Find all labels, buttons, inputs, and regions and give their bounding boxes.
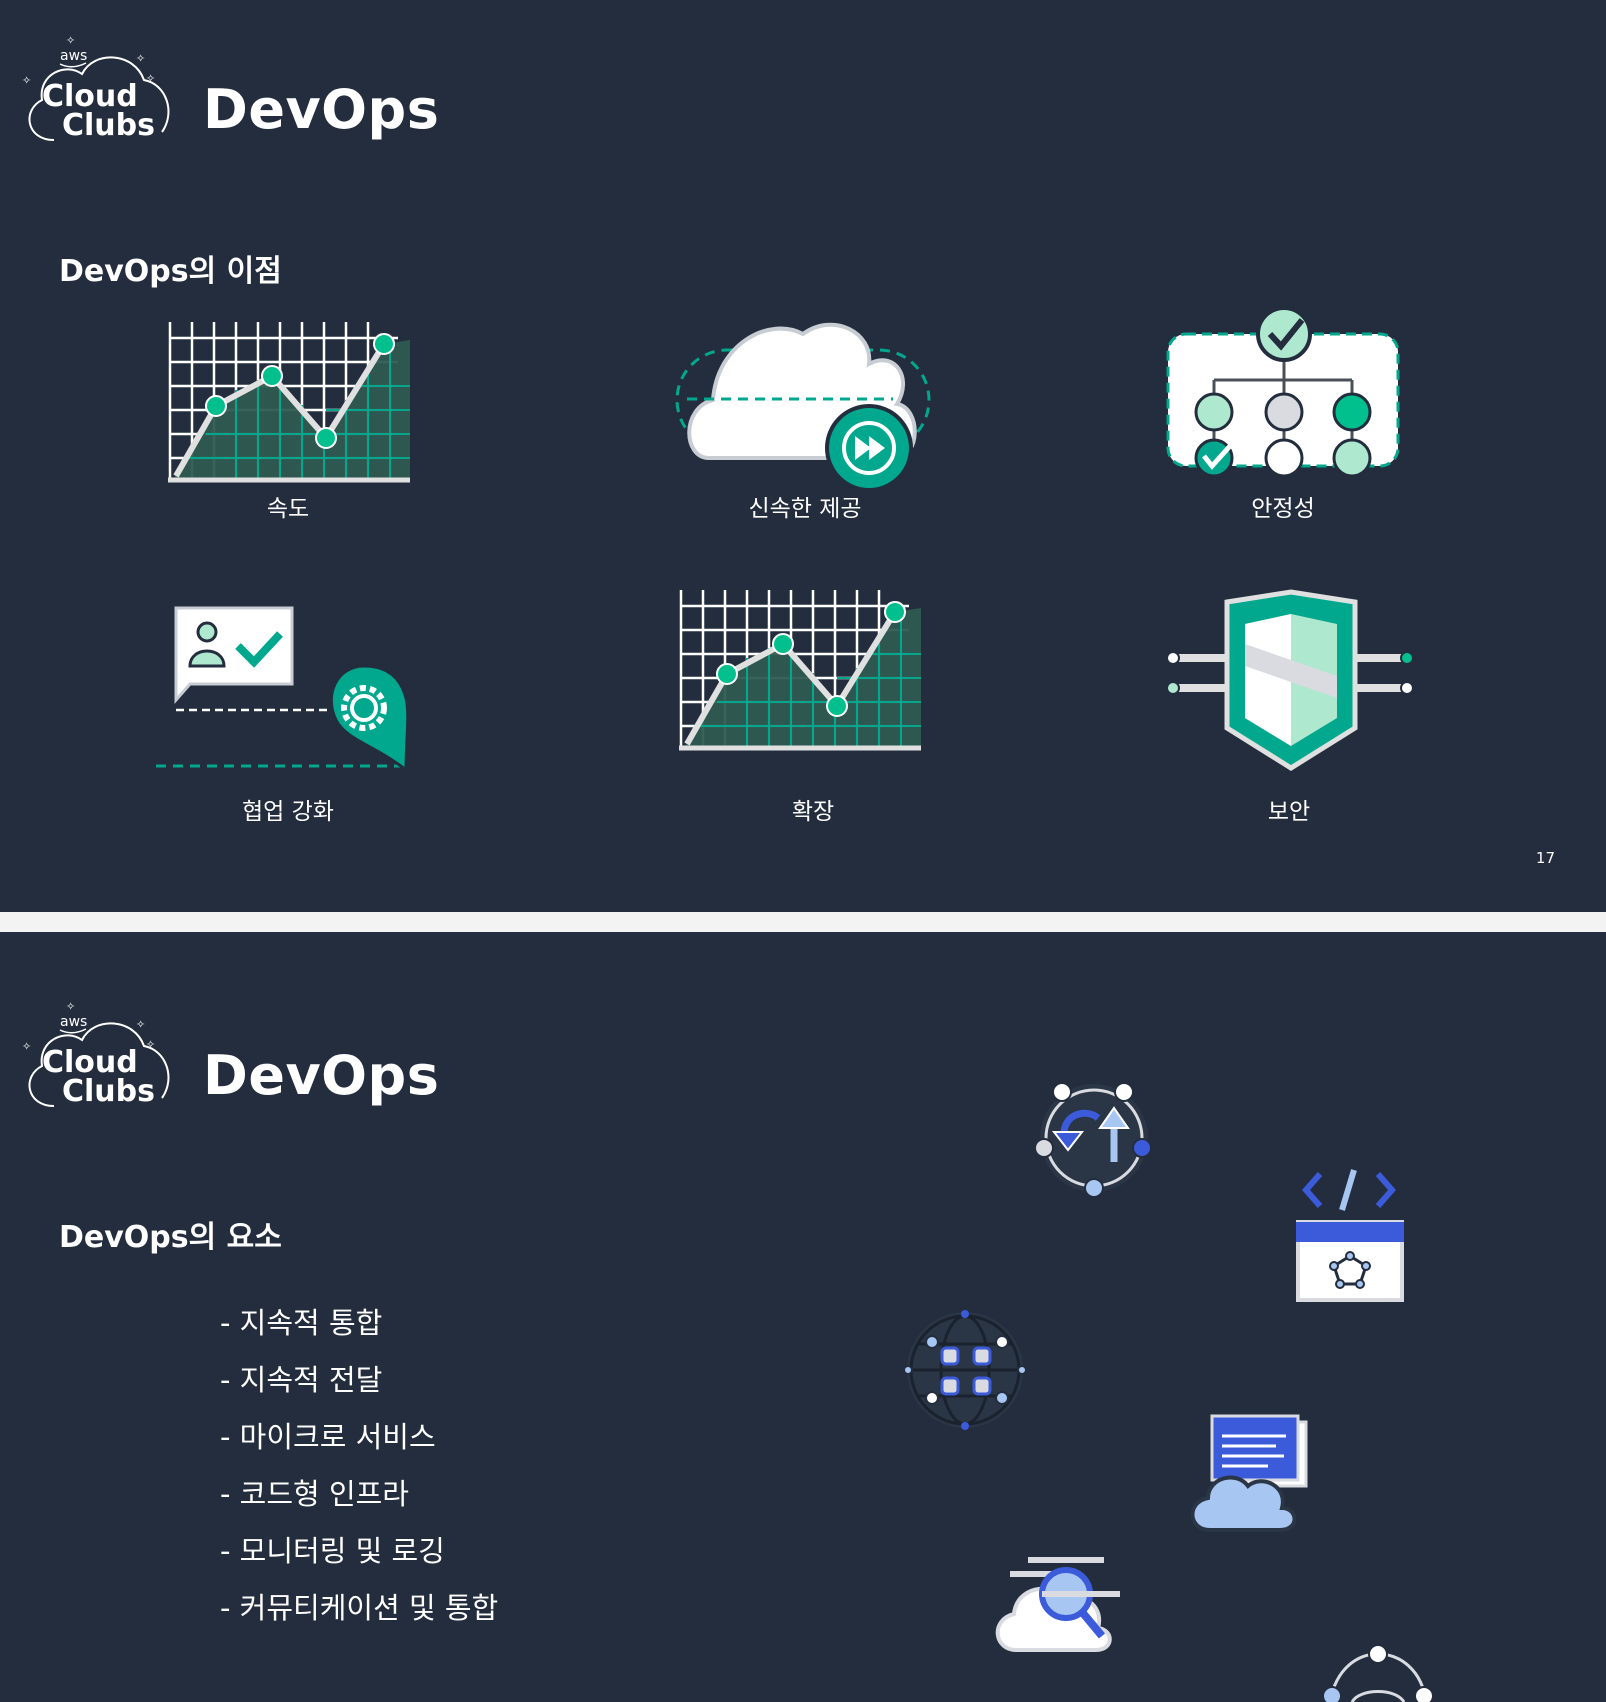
slide-benefits: aws Cloud Clubs ✧ ✧ ✧ ✧ DevOps DevOps의 이… — [0, 0, 1606, 912]
benefit-label-scale: 확장 — [791, 799, 835, 825]
section-subtitle: DevOps의 이점 — [59, 254, 282, 289]
collaboration-icon — [156, 606, 410, 774]
cloud-search-icon — [995, 1557, 1120, 1652]
security-shield-icon — [1166, 589, 1414, 771]
svg-text:✧: ✧ — [66, 1000, 75, 1013]
benefit-label-speed: 속도 — [266, 496, 310, 522]
svg-text:✧: ✧ — [22, 1040, 31, 1053]
svg-text:✧: ✧ — [146, 72, 155, 85]
page-title: DevOps — [203, 1044, 440, 1107]
list-item: - 모니터링 및 로깅 — [220, 1534, 445, 1568]
reliability-tree-icon — [1166, 306, 1400, 478]
svg-text:Clubs: Clubs — [62, 108, 155, 143]
list-item: - 커뮤티케이션 및 통합 — [220, 1591, 499, 1625]
scale-chart-icon — [679, 590, 921, 751]
svg-text:Clubs: Clubs — [62, 1074, 155, 1109]
benefit-label-collaboration: 협업 강화 — [242, 799, 334, 825]
svg-text:aws: aws — [60, 1014, 87, 1030]
svg-text:✧: ✧ — [66, 34, 75, 47]
list-item: - 지속적 통합 — [220, 1306, 383, 1340]
code-box-icon — [1296, 1169, 1404, 1302]
benefit-label-security: 보안 — [1267, 799, 1311, 825]
benefit-label-rapid-delivery: 신속한 제공 — [748, 496, 862, 522]
aws-cloud-clubs-logo: aws Cloud Clubs ✧ ✧ ✧ ✧ — [22, 1000, 170, 1109]
svg-text:Cloud: Cloud — [42, 1045, 138, 1080]
cloud-window-icon — [1190, 1414, 1308, 1532]
aws-cloud-clubs-logo: aws Cloud Clubs ✧ ✧ ✧ ✧ — [22, 34, 170, 143]
svg-text:✧: ✧ — [22, 74, 31, 87]
microservices-globe-icon — [903, 1310, 1027, 1430]
page-title: DevOps — [203, 78, 440, 141]
cloud-delivery-icon — [675, 322, 931, 492]
sync-cycle-icon — [1034, 1082, 1152, 1198]
network-nodes-icon — [1322, 1644, 1434, 1702]
speed-chart-icon — [168, 322, 410, 483]
svg-text:aws: aws — [60, 48, 87, 64]
benefit-label-reliability: 안정성 — [1251, 496, 1315, 522]
page-number: 17 — [1535, 849, 1555, 867]
slide-elements: aws Cloud Clubs ✧ ✧ ✧ ✧ DevOps DevOps의 요… — [0, 932, 1606, 1702]
list-item: - 마이크로 서비스 — [220, 1420, 436, 1454]
list-item: - 코드형 인프라 — [220, 1477, 409, 1511]
list-item: - 지속적 전달 — [220, 1363, 383, 1397]
svg-text:✧: ✧ — [146, 1038, 155, 1051]
svg-text:✧: ✧ — [136, 52, 145, 65]
devops-elements-list: - 지속적 통합 - 지속적 전달 - 마이크로 서비스 - 코드형 인프라 -… — [220, 1295, 498, 1637]
svg-text:Cloud: Cloud — [42, 79, 138, 114]
section-subtitle: DevOps의 요소 — [59, 1220, 282, 1255]
svg-text:✧: ✧ — [136, 1018, 145, 1031]
